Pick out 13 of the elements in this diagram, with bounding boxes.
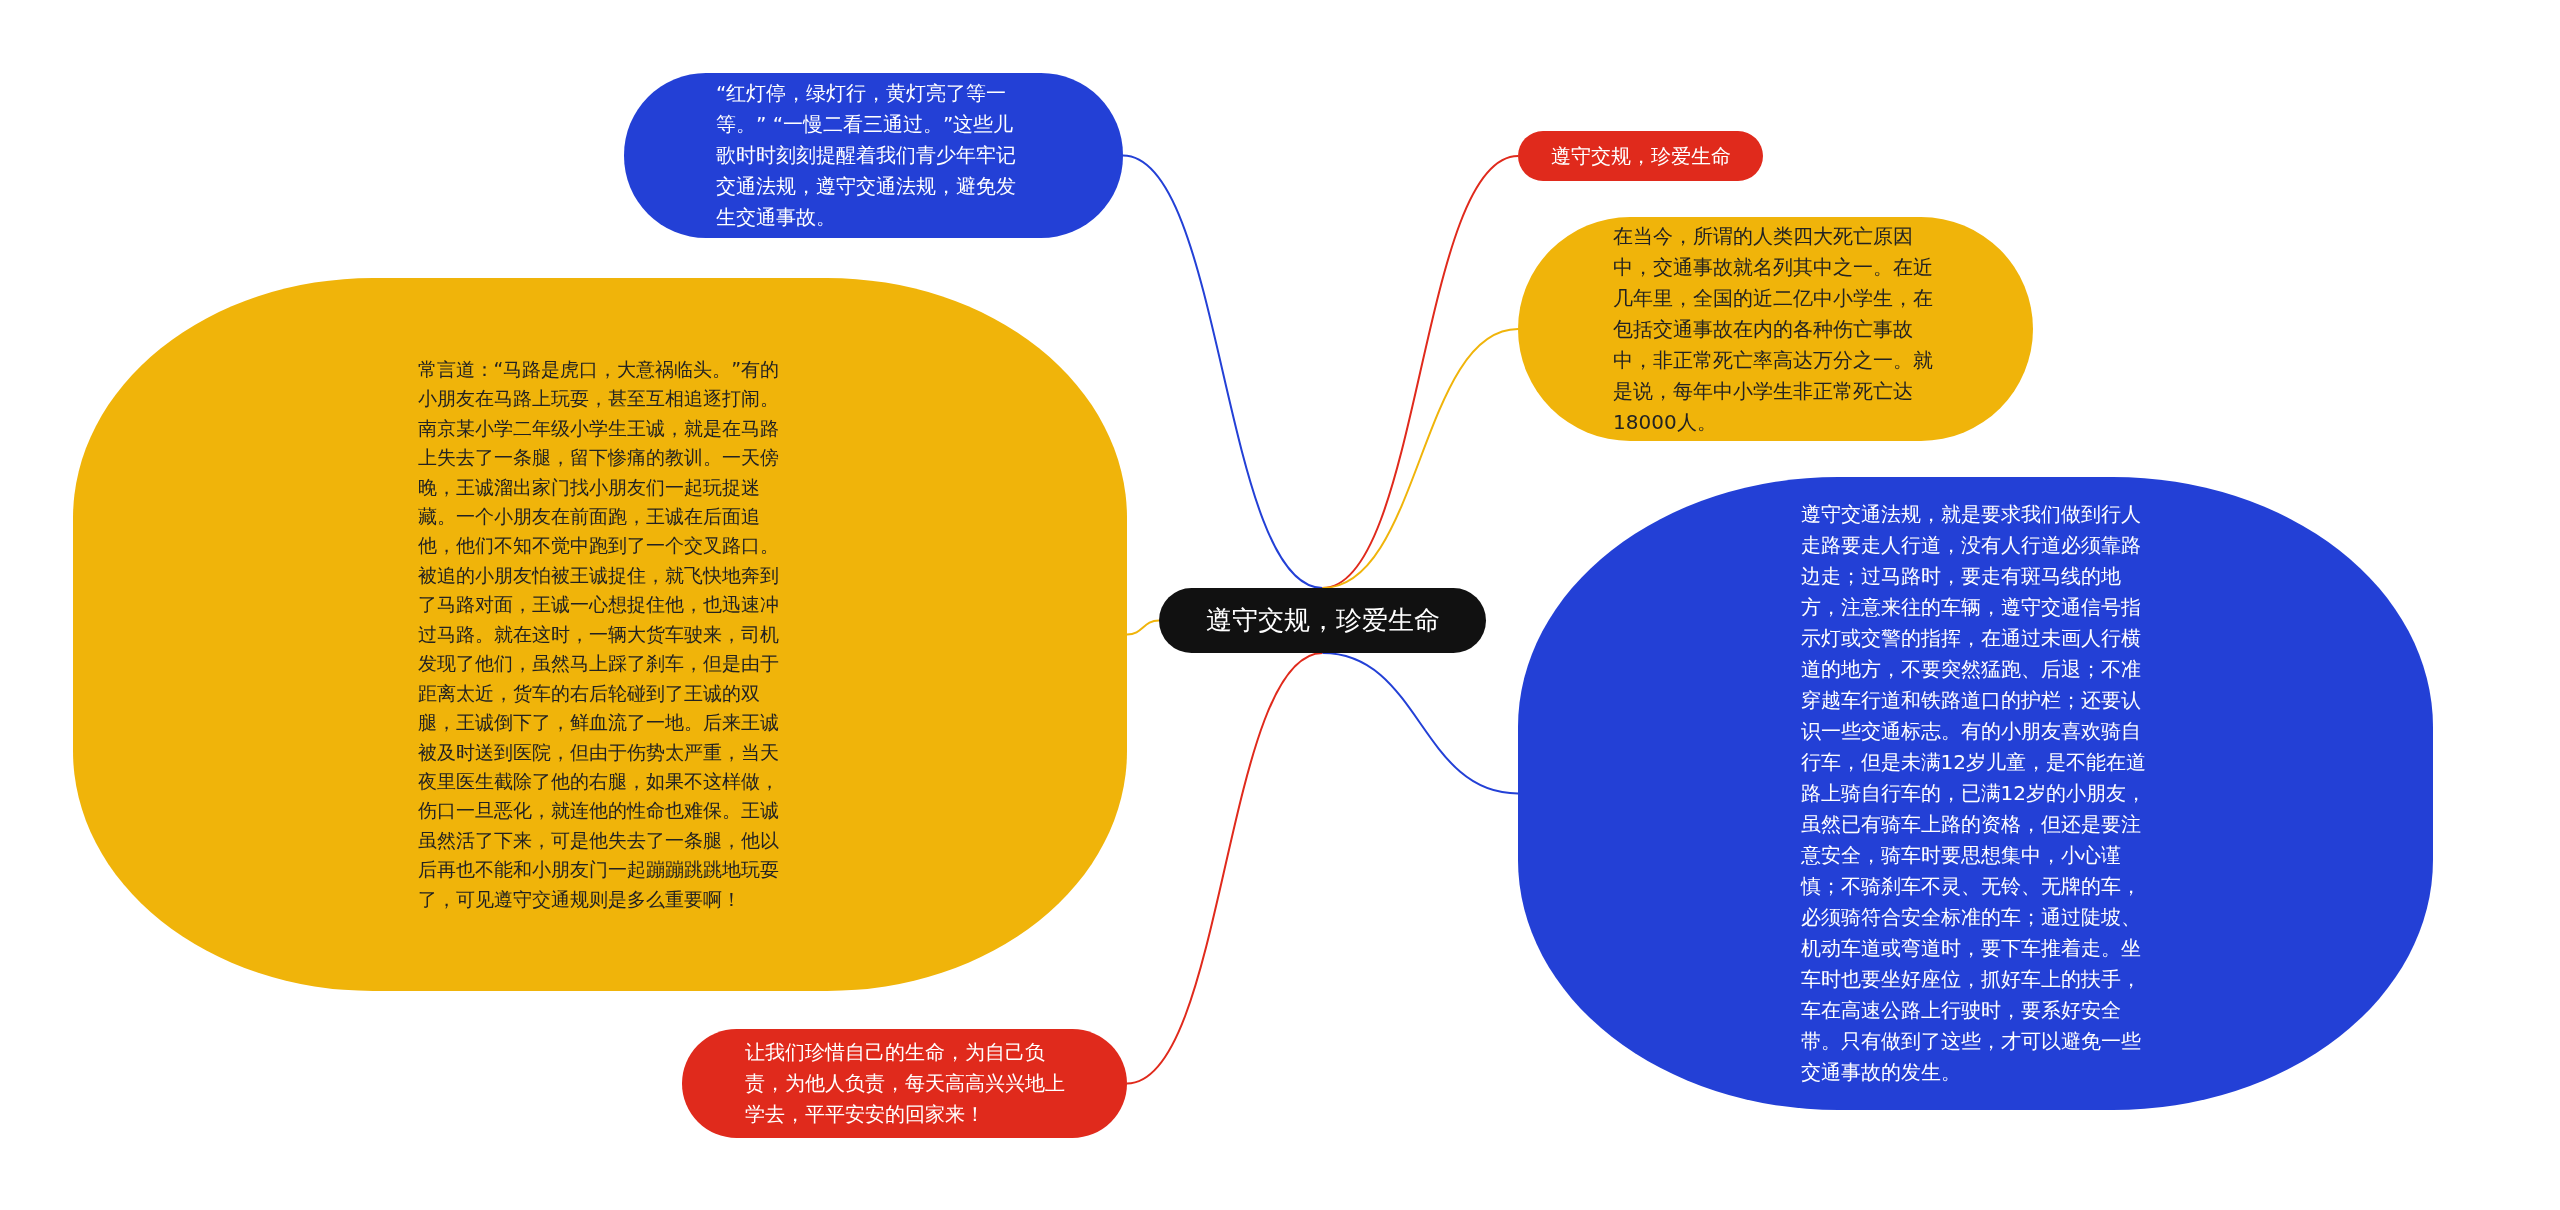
- topic-text: 常言道：“马路是虎口，大意祸临头。”有的小朋友在马路上玩耍，甚至互相追逐打闹。南京某小学二年级小学生王诚，就是在马路上失去了一条腿，留下惨痛的教训。一天傍晚，王诚溜出家门找小朋友们一起玩捉迷藏。一个小朋友在前面跑，王诚在后面追他，他们不知不觉中跑到了一个交叉路口。被追的小朋友怕被王诚捉住，就飞快地奔到了马路对面，王诚一心想捉住他，也迅速冲过马路。就在这时，一辆大货车驶来，司机发现了他们，虽然马上踩了刹车，但是由于距离太近，货车的右后轮碰到了王诚的双腿，王诚倒下了，鲜血流了一地。后来王诚被及时送到医院，但由于伤势太严重，当天夜里医生截除了他的右腿，如果不这样做，伤口一旦恶化，就连他的性命也难保。王诚虽然活了下来，可是他失去了一条腿，他以后再也不能和小朋友门一起蹦蹦跳跳地玩耍了，可见遵守交通规则是多么重要啊！: [417, 356, 781, 912]
- connector-line: [1126, 619, 1160, 636]
- topic-text: 遵守交通法规，就是要求我们做到行人走路要走人行道，没有人行道必须靠路边走；过马路时，要走有斑马线的地方，注意来往的车辆，遵守交通信号指示灯或交警的指挥，在通过未画人行横道的地方，不要突然猛跑、后退；不准穿越车行道和铁路道口的护栏；还要认识一些交通标志。有的小朋友喜欢骑自行车，但是未满12岁儿童，是不能在道路上骑自行车的，已满12岁的小朋友，虽然已有骑车上路的资格，但还是要注意安全，骑车时要思想集中，小心谨慎；不骑刹车不灵、无铃、无牌的车，必须骑符合安全标准的车；通过陡坡、机动车道或弯道时，要下车推着走。坐车时也要坐好座位，抓好车上的扶手，车在高速公路上行驶时，要系好安全带。只有做到了这些，才可以避免一些交通事故的发生。: [1800, 501, 2147, 1086]
- topic-text: 遵守交规，珍爱生命: [1549, 142, 1732, 170]
- topic-text: 在当今，所谓的人类四大死亡原因中，交通事故就名列其中之一。在近几年里，全国的近二亿中小学生，在包括交通事故在内的各种伤亡事故中，非正常死亡率高达万分之一。就是说，每年中小学生非正常死亡达18000人。: [1613, 222, 1934, 436]
- topic-text: 遵守交规，珍爱生命: [1204, 604, 1441, 638]
- connector-line: [1321, 328, 1519, 589]
- topic-text: 让我们珍惜自己的生命，为自己负责，为他人负责，每天高高兴兴地上学去，平平安安的回家来！: [744, 1039, 1065, 1128]
- connector-line: [1126, 652, 1324, 1085]
- connector-line: [1321, 652, 1519, 795]
- connector-line: [1122, 154, 1324, 589]
- topic-pill: [1518, 131, 1763, 181]
- topic-text: “红灯停，绿灯行，黄灯亮了等一等。” “一慢二看三通过。”这些儿歌时时刻刻提醒着我们青少年牢记交通法规，遵守交通法规，避免发生交通事故。: [716, 80, 1017, 231]
